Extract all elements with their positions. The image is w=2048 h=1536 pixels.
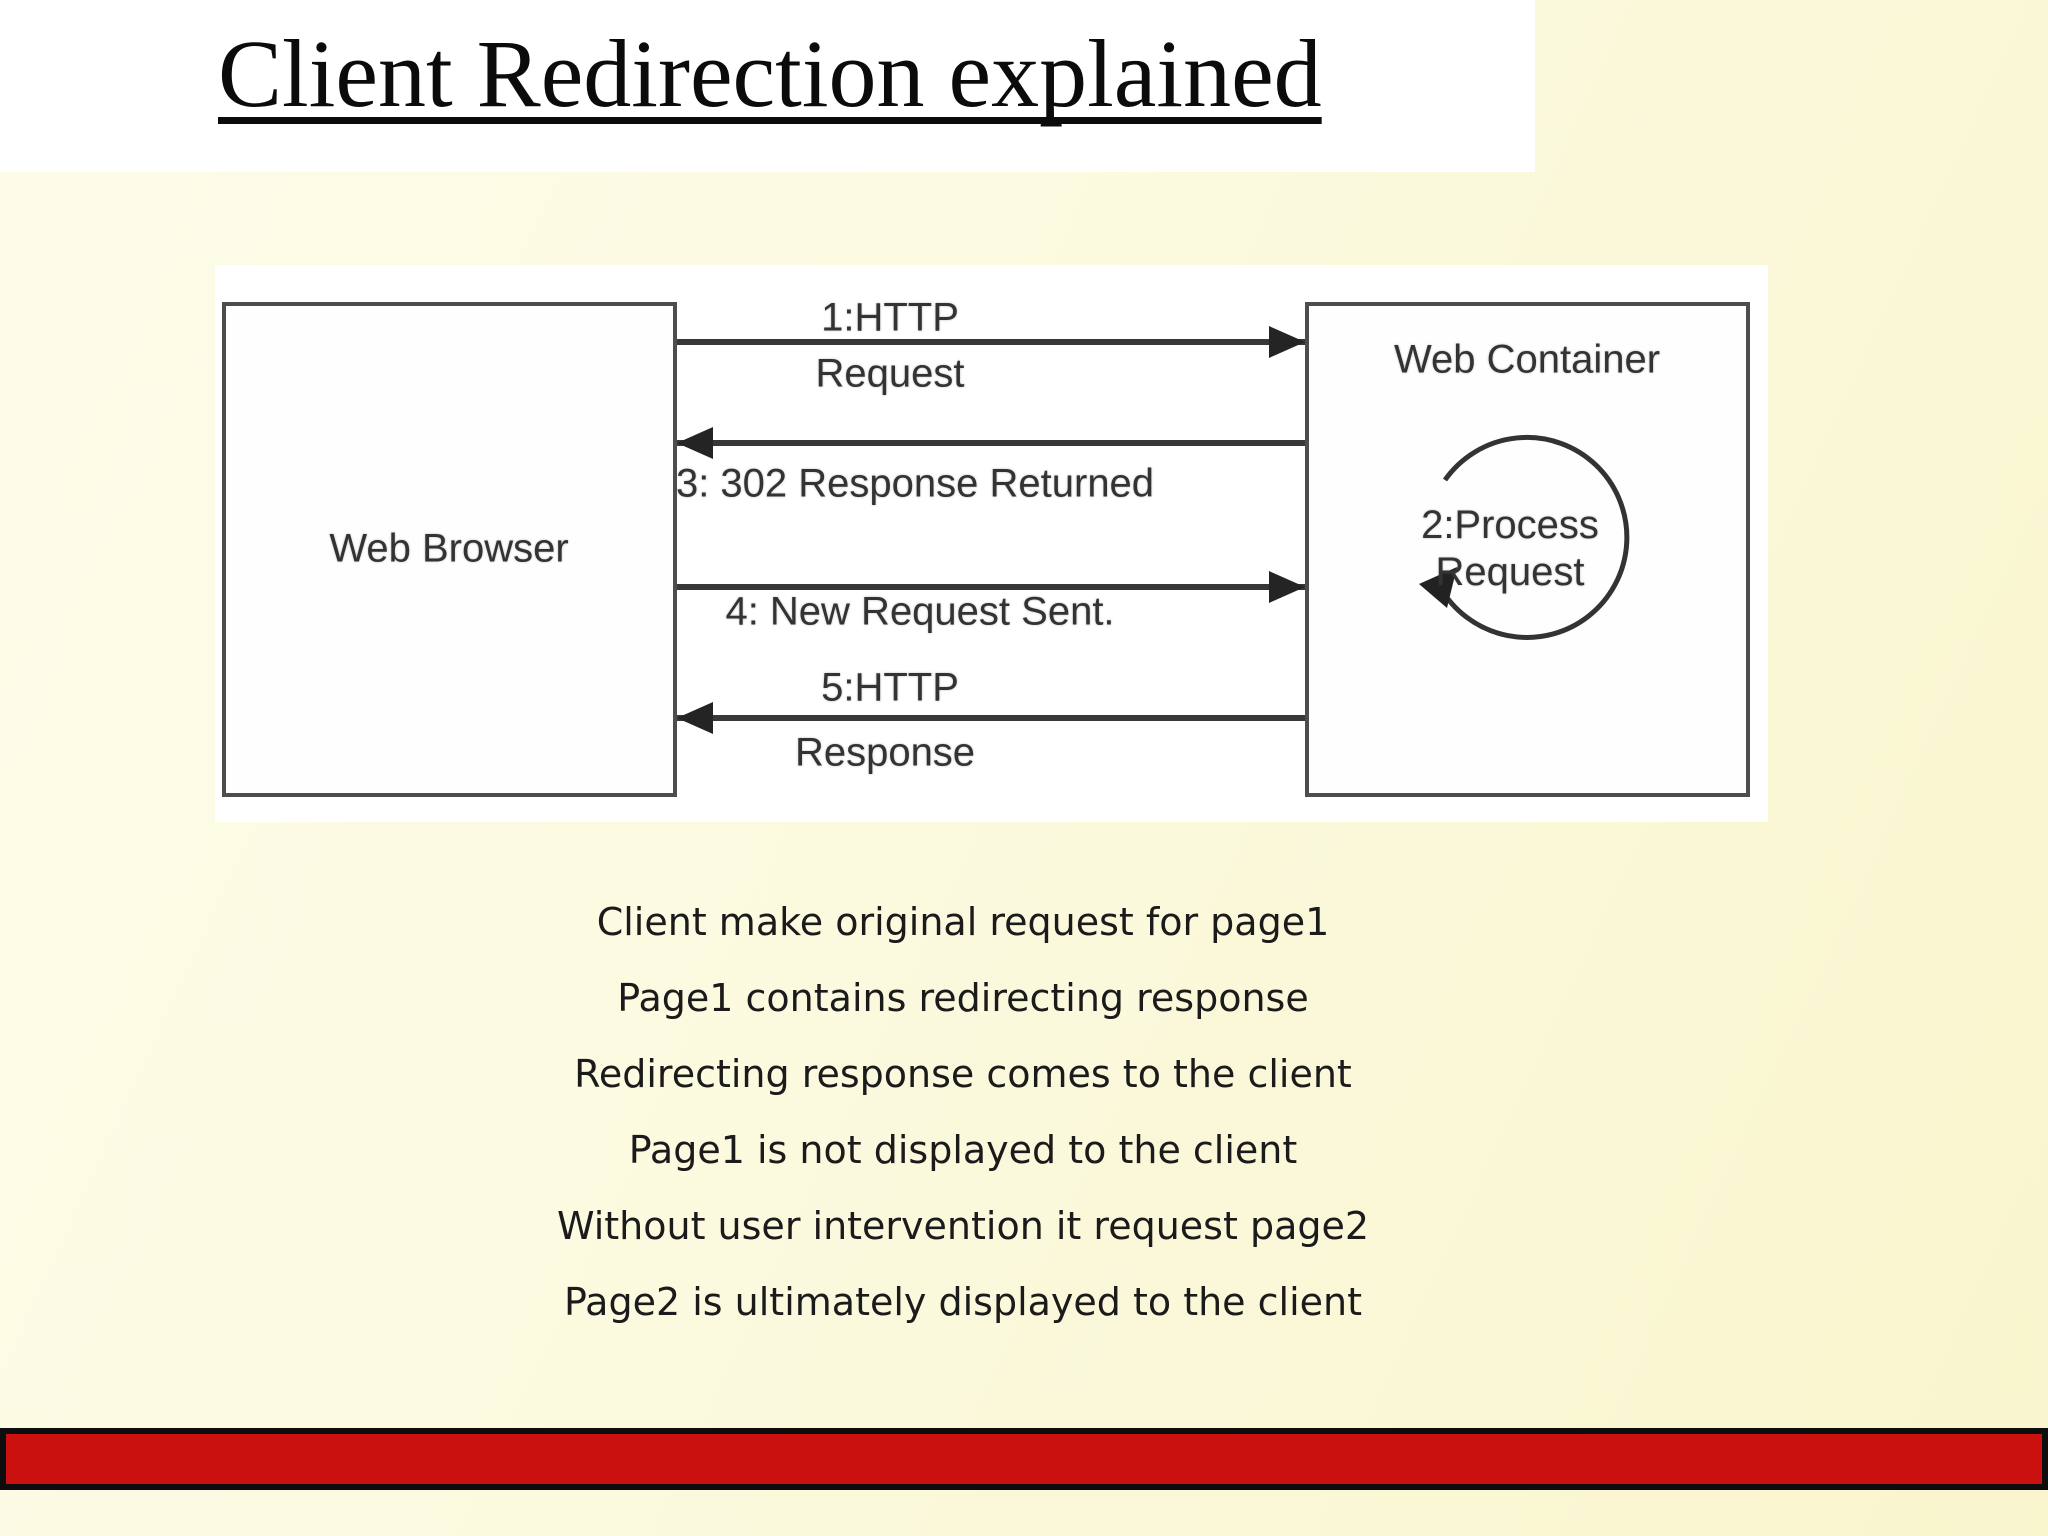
- process-request-line1: 2:Process: [1421, 503, 1599, 547]
- arrow-3-right-arrowhead-icon: [1269, 571, 1305, 603]
- process-request-label: 2:Process Request: [1421, 502, 1599, 596]
- bottom-red-bar: [0, 1428, 2048, 1490]
- arrow-1-label-top: 1:HTTP: [821, 295, 959, 340]
- arrow-1-http-request-line: [677, 339, 1305, 345]
- note-line: Redirecting response comes to the client: [574, 1052, 1352, 1096]
- web-browser-label: Web Browser: [329, 526, 569, 571]
- arrow-2-label: 3: 302 Response Returned: [675, 461, 1155, 506]
- arrow-1-right-arrowhead-icon: [1269, 326, 1305, 358]
- web-container-label: Web Container: [1393, 337, 1661, 382]
- note-line: Page1 contains redirecting response: [617, 976, 1309, 1020]
- client-redirection-diagram: Web Browser Web Container 2:Process Requ…: [215, 265, 1768, 822]
- web-container-box: [1305, 302, 1750, 797]
- arrow-1-label-bottom: Request: [815, 351, 965, 396]
- arrow-3-new-request-line: [677, 584, 1305, 590]
- process-loop-arrow-icon: [1419, 435, 1630, 640]
- web-browser-box: [222, 302, 677, 797]
- note-line: Without user intervention it request pag…: [556, 1204, 1370, 1248]
- arrow-2-302-response-line: [677, 440, 1305, 446]
- slide-title: Client Redirection explained: [218, 20, 1322, 127]
- arrow-4-label-bottom: Response: [794, 730, 976, 775]
- note-line: Page1 is not displayed to the client: [628, 1128, 1298, 1172]
- arrow-4-left-arrowhead-icon: [677, 702, 713, 734]
- title-band: Client Redirection explained: [0, 0, 1535, 172]
- arrow-2-left-arrowhead-icon: [677, 427, 713, 459]
- arrow-3-label: 4: New Request Sent.: [725, 589, 1115, 634]
- arrow-4-label-top: 5:HTTP: [821, 665, 959, 710]
- process-request-line2: Request: [1435, 550, 1585, 594]
- arrow-4-http-response-line: [677, 715, 1305, 721]
- note-line: Page2 is ultimately displayed to the cli…: [563, 1280, 1363, 1324]
- note-line: Client make original request for page1: [596, 900, 1330, 944]
- explanation-notes: Client make original request for page1 P…: [557, 884, 1369, 1340]
